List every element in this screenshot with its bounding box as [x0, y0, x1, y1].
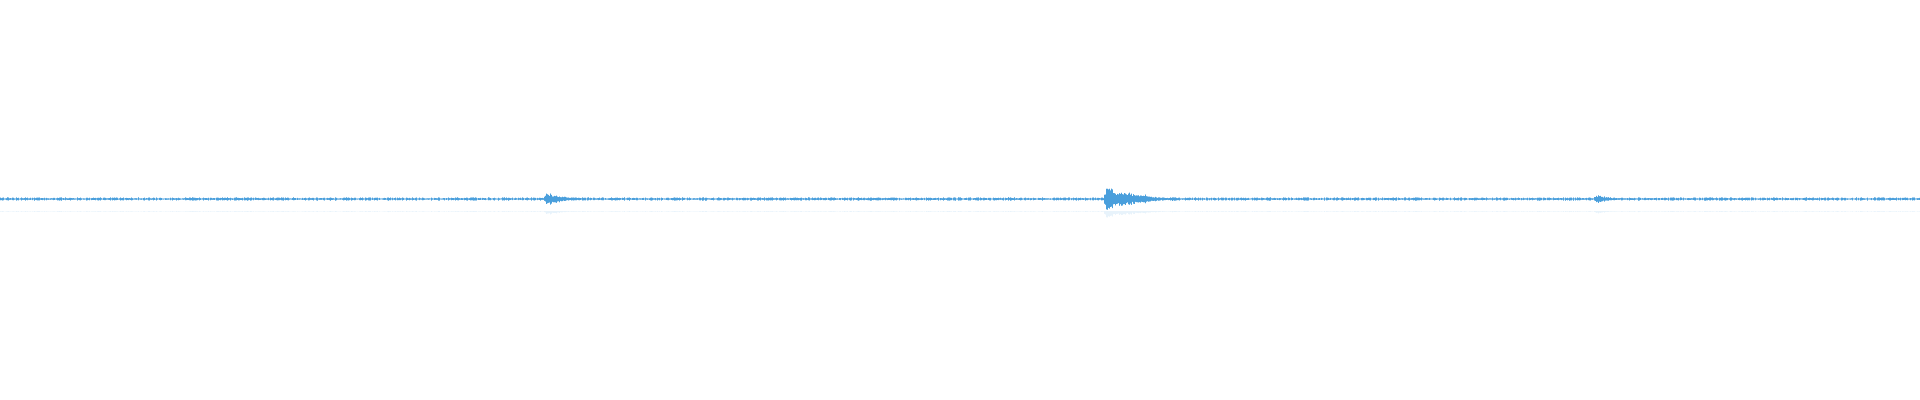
waveform-reflection-path: [0, 211, 1920, 218]
waveform-signal-path: [0, 188, 1920, 210]
waveform-signal: [0, 188, 1920, 210]
waveform-reflection: [0, 211, 1920, 218]
